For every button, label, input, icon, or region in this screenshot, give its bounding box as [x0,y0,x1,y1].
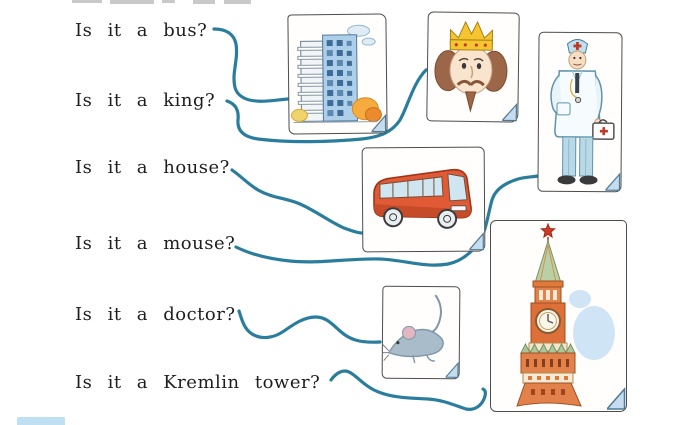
question-king: Is it a king? [75,90,216,111]
bus-illustration [373,168,472,229]
page-curl [445,361,459,378]
page-curl [371,113,387,133]
line-bus-to-building [212,27,290,103]
cropped-text-fragment [224,0,251,4]
question-kremlin: Is it a Kremlin tower? [75,372,321,393]
picture-card-bus [361,146,486,253]
line-doctor-to-mouse [237,309,382,344]
picture-card-building [287,13,388,135]
page-curl [502,103,518,122]
picture-card-mouse [381,285,461,380]
page-curl [469,231,484,251]
building-illustration [290,24,382,123]
cropped-text-fragment [72,0,102,3]
picture-card-doctor [537,31,623,193]
page-curl [605,172,621,191]
cropped-text-fragment [193,0,215,4]
kremlin-tower-illustration [516,222,615,407]
picture-card-king [426,11,520,123]
page-number-tab [17,417,65,425]
question-doctor: Is it a doctor? [75,304,236,325]
question-bus: Is it a bus? [75,20,208,41]
king-illustration [434,20,508,113]
line-house-to-bus [230,168,364,235]
page-curl [607,387,626,410]
cropped-text-fragment [162,0,175,3]
question-house: Is it a house? [75,157,230,178]
question-mouse: Is it a mouse? [75,233,236,254]
picture-card-kremlin [490,220,627,412]
doctor-illustration [550,38,615,185]
cropped-text-fragment [110,0,154,4]
mouse-illustration [382,294,444,364]
